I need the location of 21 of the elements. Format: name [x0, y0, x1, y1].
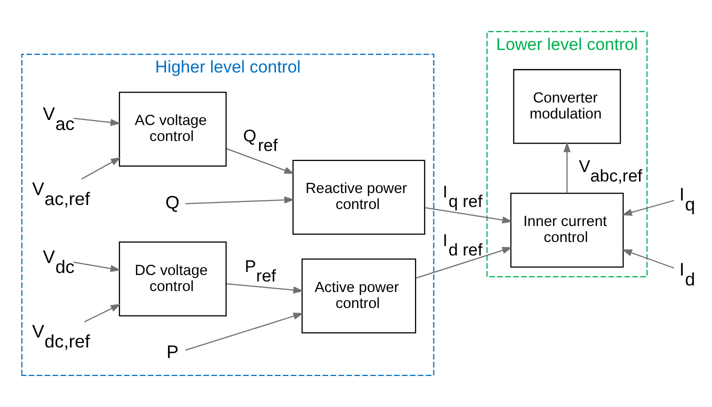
- arrow: [73, 262, 121, 272]
- arrow: [226, 148, 295, 174]
- arrow: [185, 312, 304, 351]
- arrow: [73, 118, 121, 126]
- arrow: [622, 200, 674, 216]
- arrow: [84, 304, 121, 322]
- arrow: [416, 246, 512, 279]
- arrow: [185, 196, 295, 204]
- node-box: Converter modulation: [513, 69, 621, 144]
- arrow: [425, 207, 513, 224]
- arrow: [563, 142, 571, 193]
- node-text: Q: [165, 192, 180, 212]
- node-box: Reactive power control: [292, 160, 426, 235]
- node-box: Active power control: [302, 258, 416, 334]
- arrow: [622, 249, 674, 269]
- node-box: DC voltage control: [118, 242, 227, 316]
- node-box: AC voltage control: [118, 92, 227, 167]
- arrow: [226, 283, 304, 294]
- node-box: Inner current control: [510, 192, 624, 268]
- node-text: P: [166, 342, 179, 362]
- arrow: [81, 157, 121, 180]
